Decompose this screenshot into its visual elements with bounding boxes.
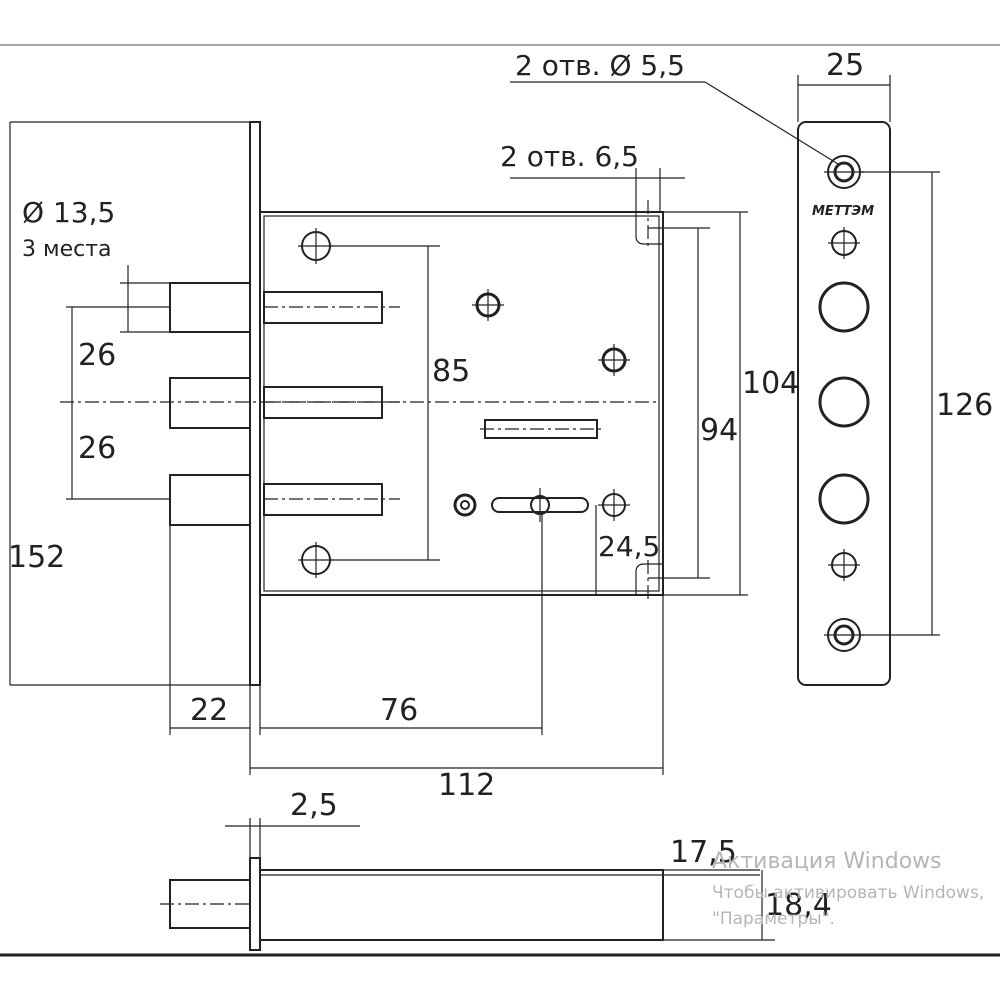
dim-152: 152	[8, 540, 65, 575]
watermark-title: Активация Windows	[712, 849, 942, 874]
lock-body	[259, 211, 664, 596]
bolt-2	[169, 377, 251, 429]
label-three-places: 3 места	[22, 237, 112, 262]
bottom-body	[259, 869, 664, 941]
dim-22: 22	[190, 693, 228, 728]
front-view	[60, 121, 664, 686]
bolts-external	[169, 282, 251, 526]
bolt-hole-2	[818, 376, 870, 428]
dim-25: 25	[826, 48, 864, 83]
faceplate-outline	[797, 121, 891, 686]
watermark-line1: Чтобы активировать Windows,	[712, 883, 984, 903]
dim-85: 85	[432, 354, 470, 389]
bottom-faceplate	[249, 857, 261, 951]
bolt-1	[169, 282, 251, 333]
dim-26-top: 26	[78, 338, 116, 373]
bolt-hole-3	[818, 473, 870, 525]
bolt-3	[169, 474, 251, 526]
dim-17-5: 17,5	[670, 835, 737, 870]
dim-76: 76	[380, 693, 418, 728]
hole-icon	[453, 493, 477, 517]
label-holes-6-5: 2 отв. 6,5	[500, 140, 639, 173]
windows-activation-watermark: Активация Windows Чтобы активировать Win…	[712, 849, 984, 929]
bottom-dimensions: 2,5 17,5 18,4	[225, 788, 832, 941]
brand-logo: МЕТТЭМ	[812, 204, 874, 219]
watermark-line2: "Параметры".	[712, 909, 835, 929]
dim-2-5: 2,5	[290, 788, 338, 823]
dim-104: 104	[742, 366, 799, 401]
dim-126: 126	[936, 388, 993, 423]
front-dimensions: 152 Ø 13,5 3 места 26 26 85 94 104 2 отв…	[8, 121, 799, 803]
faceplate-dimensions: 25 2 отв. Ø 5,5 126	[510, 48, 993, 636]
dim-26-bottom: 26	[78, 431, 116, 466]
dim-18-4: 18,4	[765, 888, 832, 923]
dim-dia-13-5: Ø 13,5	[22, 196, 115, 229]
bottom-view	[160, 857, 664, 951]
bolt-hole-1	[818, 281, 870, 333]
label-holes-5-5: 2 отв. Ø 5,5	[515, 49, 685, 82]
dim-24-5: 24,5	[598, 530, 660, 563]
dim-112: 112	[438, 768, 495, 803]
keyhole	[491, 488, 589, 522]
mounting-holes	[298, 228, 630, 578]
dim-94: 94	[700, 413, 738, 448]
faceplate-side-view: МЕТТЭМ	[797, 121, 891, 686]
bolt-slots	[263, 291, 400, 516]
faceplate-bar	[249, 121, 261, 686]
